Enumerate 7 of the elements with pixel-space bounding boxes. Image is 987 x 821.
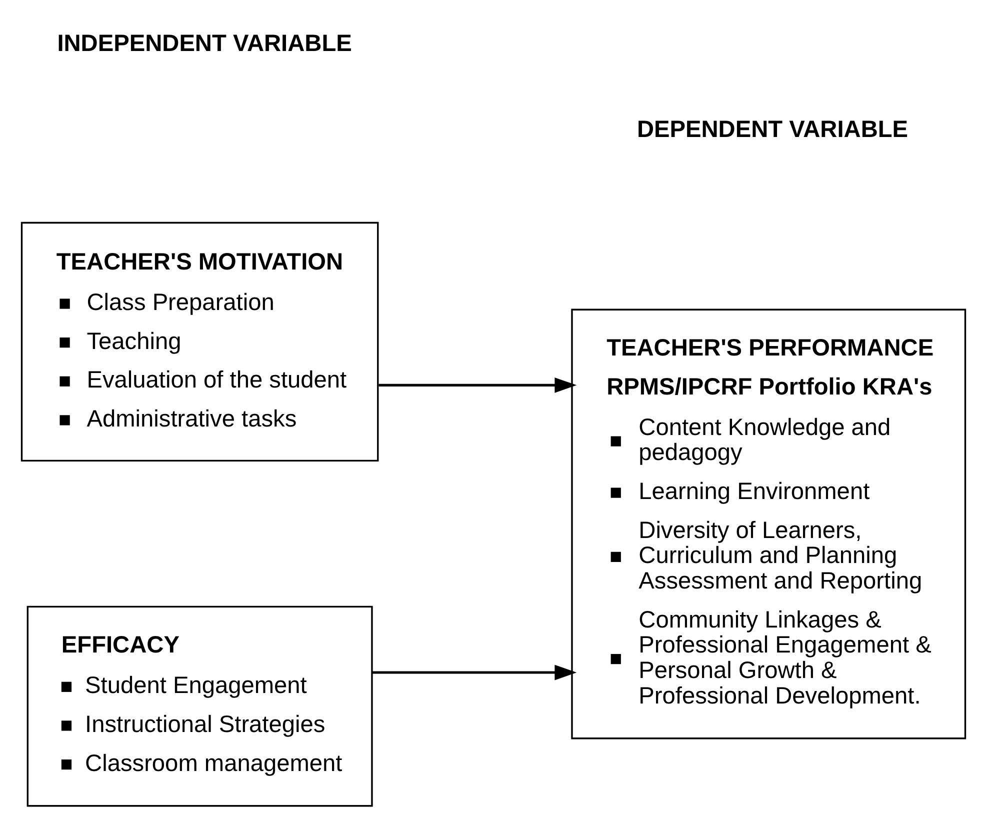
node-box: EFFICACY Student Engagement Instructional Strategies Classroom management	[26, 606, 373, 807]
node-box: TEACHER'S PERFORMANCE RPMS/IPCRF Portfolio KRA's Content Knowledge and pedagogy Learning Environment Diversity of Learners, Curriculum and Planning Assessment and Reporting Community Linkages & Professional Engagement & Personal Growth & Professional Development.	[571, 308, 966, 740]
arrow	[372, 664, 577, 680]
arrow	[378, 378, 577, 393]
label: INDEPENDENT VARIABLE	[57, 30, 352, 57]
node-box: TEACHER'S MOTIVATION Class Preparation Teaching Evaluation of the student Administrative tasks	[20, 222, 379, 462]
label: DEPENDENT VARIABLE	[636, 116, 908, 143]
